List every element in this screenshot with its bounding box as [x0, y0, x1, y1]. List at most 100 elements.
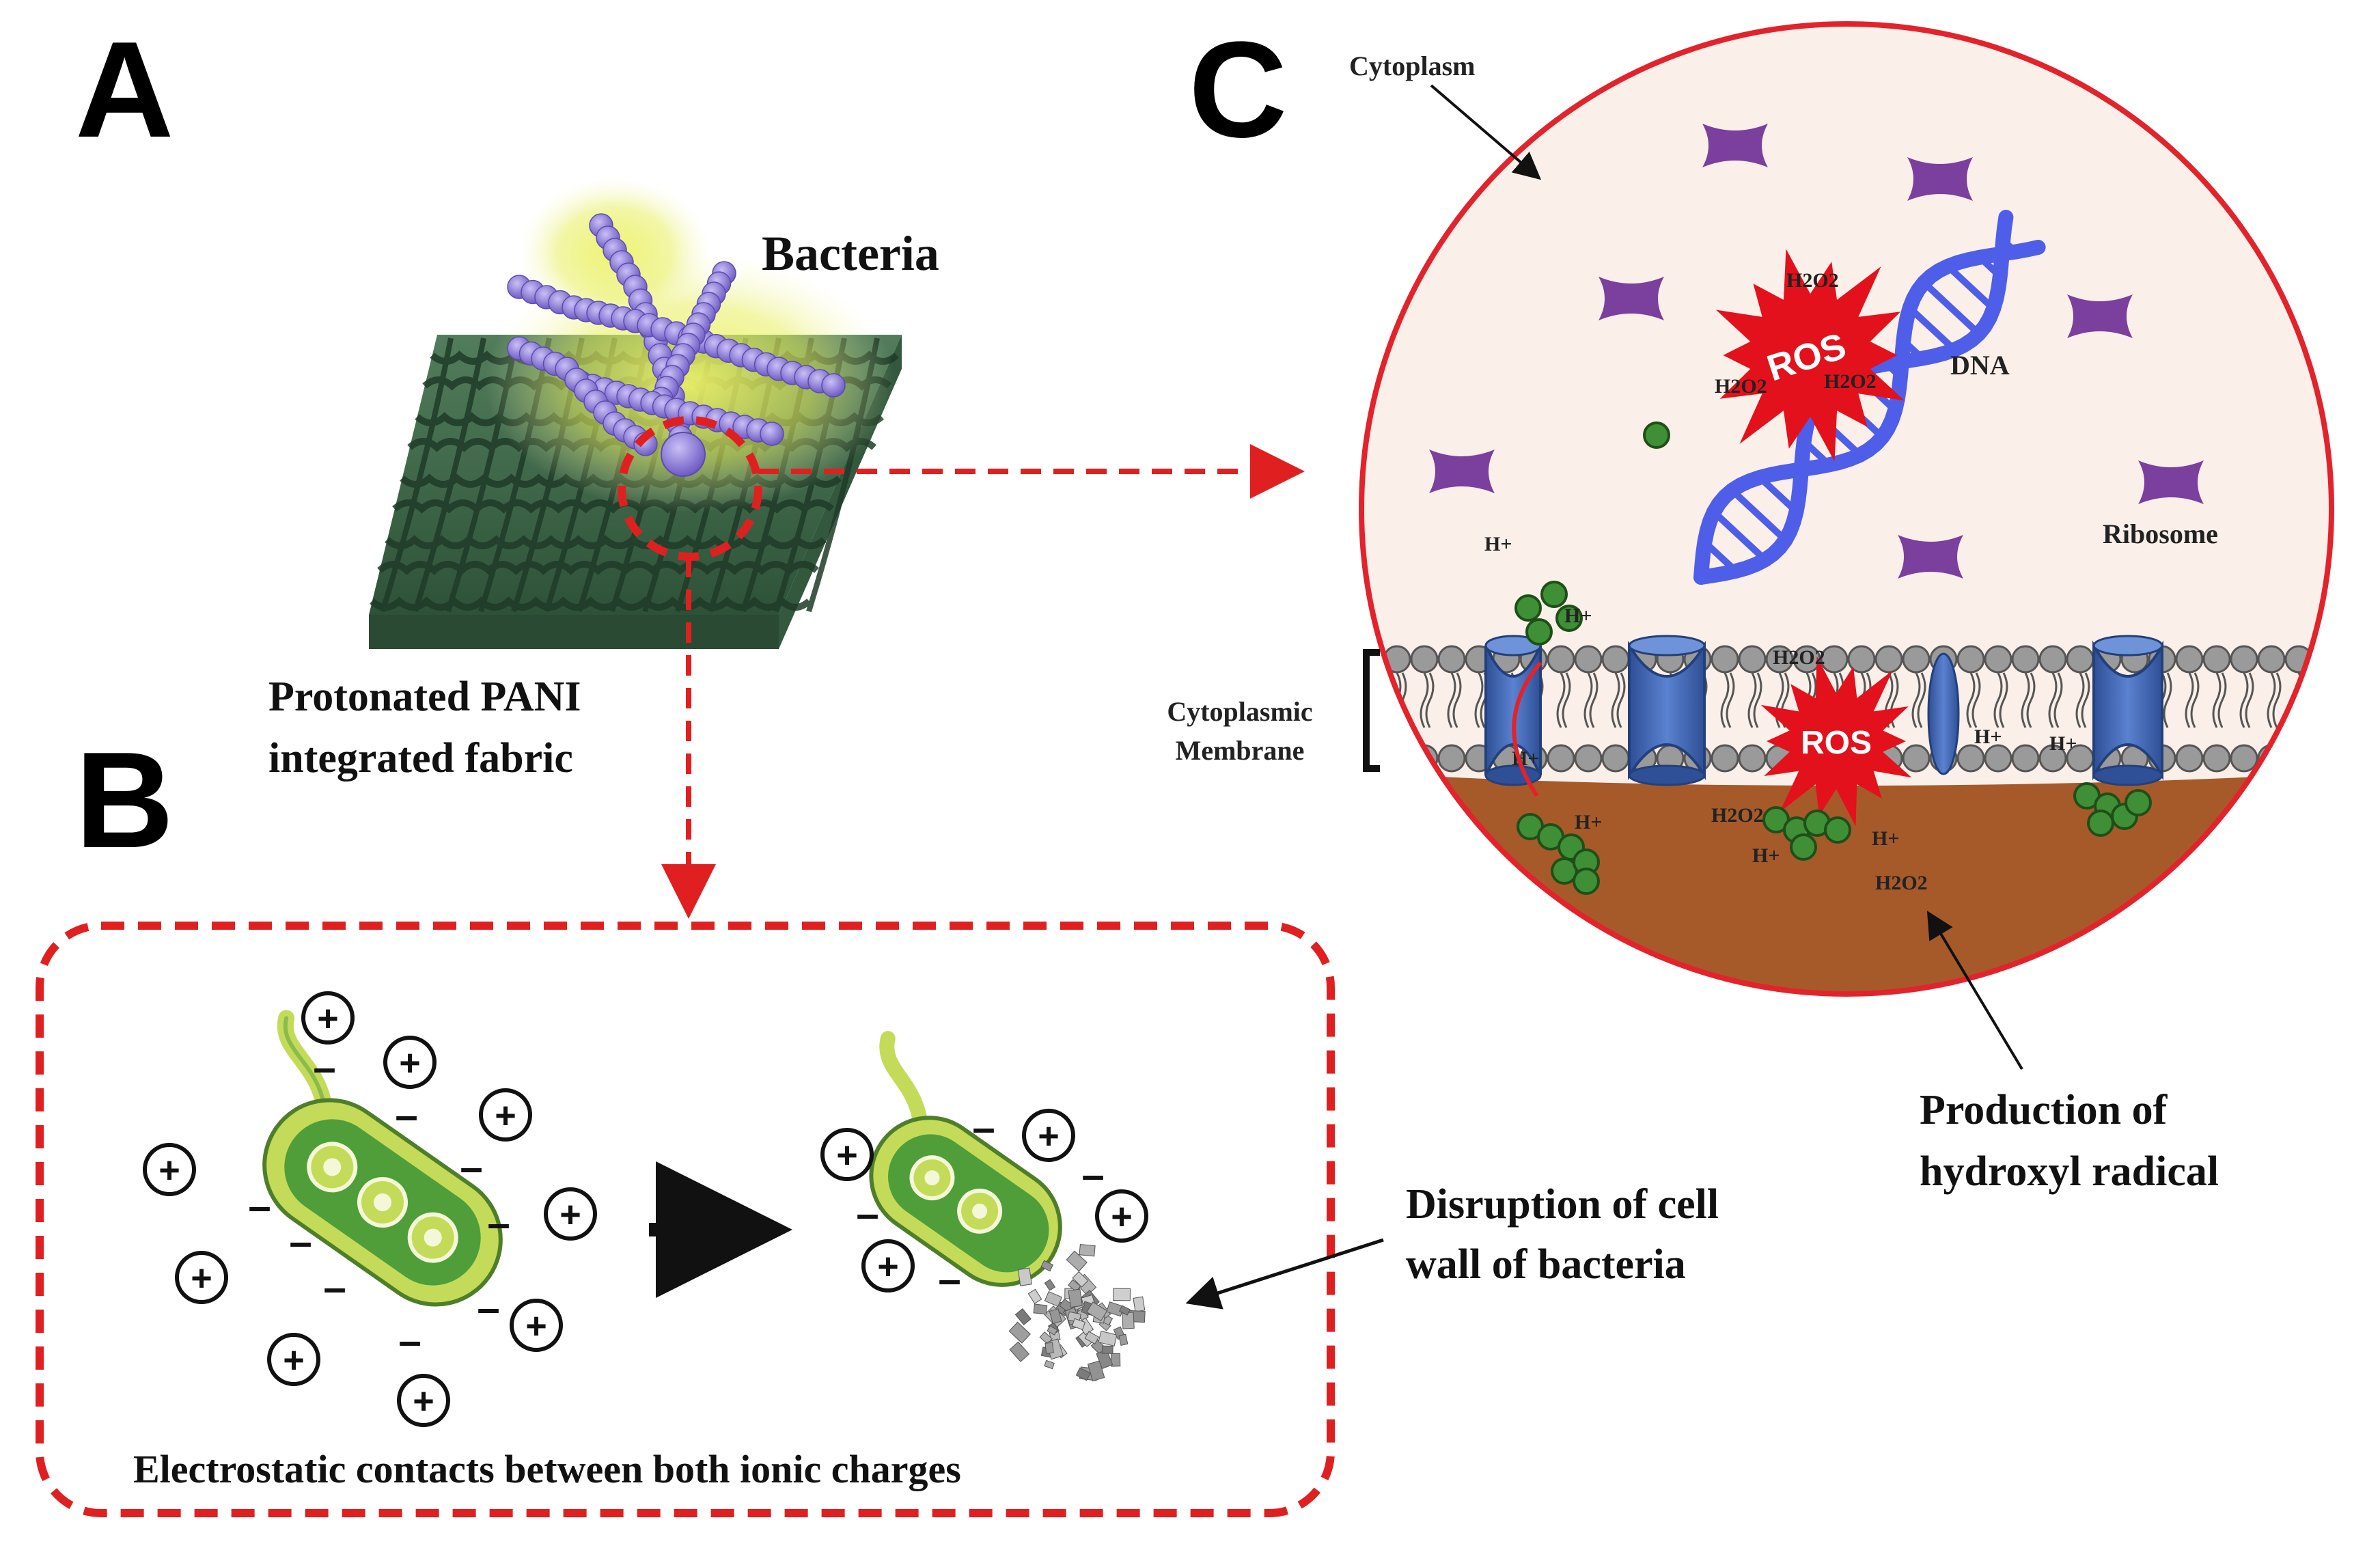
debris-fragment: [1102, 1346, 1113, 1353]
h-plus-label: H+: [1752, 844, 1780, 867]
plus-ion-icon: +: [512, 1301, 561, 1350]
plus-ion-icon: +: [822, 1130, 872, 1179]
green-particle: [1574, 869, 1599, 894]
plus-sign: +: [559, 1194, 581, 1235]
cytoplasm-pointer: [1431, 85, 1537, 176]
debris-fragment: [1045, 1342, 1053, 1353]
debris-fragment: [1119, 1334, 1128, 1345]
lipid-head: [1575, 745, 1601, 771]
lipid-head: [2012, 745, 2038, 771]
plus-ion-icon: +: [481, 1090, 530, 1139]
cell-zoom-circle: [1353, 20, 2350, 1004]
green-particle: [1516, 596, 1540, 620]
lipid-head: [2204, 646, 2230, 672]
debris-fragment: [1028, 1289, 1041, 1303]
plus-sign: +: [317, 998, 339, 1039]
minus-ion-icon: –: [289, 1219, 312, 1264]
plus-sign: +: [191, 1258, 212, 1299]
lipid-head: [2231, 745, 2257, 771]
lipid-head: [1903, 745, 1929, 771]
bacterium-bead: [661, 432, 705, 476]
h2o2-label: H2O2: [1711, 804, 1764, 827]
debris-fragment: [1133, 1297, 1145, 1312]
disrupted-bacterium-icon: [803, 1038, 1145, 1381]
debris-fragment: [1122, 1312, 1134, 1329]
plus-ion-icon: +: [303, 993, 352, 1042]
lipid-head: [1439, 646, 1465, 672]
plus-sign: +: [158, 1150, 180, 1191]
plus-ion-icon: +: [863, 1241, 913, 1290]
plus-ion-icon: +: [177, 1253, 226, 1302]
debris-fragment: [1010, 1342, 1029, 1362]
minus-ion-icon: –: [856, 1191, 878, 1236]
minus-ion-icon: –: [460, 1144, 482, 1190]
bacterium-bead: [822, 374, 845, 397]
lipid-head: [1985, 745, 2011, 771]
ros-membrane-label: ROS: [1801, 725, 1872, 761]
lipid-head: [1712, 745, 1738, 771]
debris-fragment: [1018, 1268, 1032, 1286]
h-plus-label: H+: [1484, 533, 1512, 555]
lipid-head: [1603, 646, 1629, 672]
minus-ion-icon: –: [313, 1045, 335, 1090]
green-particle: [1644, 423, 1669, 447]
plus-ion-icon: +: [145, 1145, 194, 1194]
minus-ion-icon: –: [938, 1256, 960, 1302]
lipid-head: [1411, 646, 1437, 672]
green-particle: [2088, 811, 2113, 835]
debris-fragment: [1044, 1360, 1054, 1368]
panel-b-caption: Electrostatic contacts between both ioni…: [133, 1447, 961, 1491]
production-label-line1: Production of: [1920, 1087, 2168, 1133]
debris-fragment: [1079, 1245, 1095, 1256]
lipid-head: [1575, 646, 1601, 672]
plus-sign: +: [283, 1340, 305, 1381]
lipid-head: [1603, 745, 1629, 771]
plus-ion-icon: +: [385, 1038, 434, 1087]
ion-channel-top: [2094, 636, 2162, 655]
green-particle: [1825, 818, 1850, 842]
plus-sign: +: [495, 1095, 516, 1136]
green-particle: [1791, 835, 1816, 859]
h2o2-label: H2O2: [1715, 375, 1767, 398]
plus-ion-icon: +: [269, 1335, 318, 1384]
plus-sign: +: [836, 1135, 858, 1176]
minus-ion-icon: –: [487, 1200, 510, 1246]
cytoplasm-label: Cytoplasm: [1349, 51, 1475, 81]
lipid-head: [1712, 646, 1738, 672]
green-particle: [1527, 620, 1551, 644]
h2o2-label: H2O2: [1773, 646, 1825, 669]
bacteria-label: Bacteria: [762, 226, 939, 281]
lipid-head: [2204, 745, 2230, 771]
fabric-label-line1: Protonated PANI: [268, 674, 581, 720]
lipid-head: [2258, 646, 2284, 672]
production-label-line2: hydroxyl radical: [1920, 1148, 2219, 1195]
minus-ion-icon: –: [1081, 1152, 1104, 1198]
ion-channel-icon: [1928, 654, 1959, 774]
plus-sign: +: [413, 1381, 434, 1422]
lipid-head: [1876, 646, 1902, 672]
membrane-label-line1: Cytoplasmic: [1167, 696, 1312, 727]
plus-sign: +: [525, 1305, 547, 1346]
bacterium-bead: [760, 422, 784, 445]
h-plus-label: H+: [1974, 725, 2002, 748]
debris-fragment: [1044, 1280, 1055, 1290]
panel-a-letter: A: [75, 14, 174, 166]
lipid-head: [2176, 646, 2202, 672]
h2o2-label: H2O2: [1875, 872, 1928, 894]
lipid-head: [2012, 646, 2038, 672]
h-plus-label: H+: [2049, 732, 2077, 755]
h2o2-label: H2O2: [1824, 370, 1877, 393]
disruption-pointer: [1192, 1240, 1383, 1301]
membrane-label-line2: Membrane: [1176, 735, 1305, 766]
ribosome-label: Ribosome: [2103, 519, 2218, 549]
ion-channel-bottom: [1629, 766, 1704, 785]
bacterium-icon: [194, 1018, 544, 1329]
disruption-label-line2: wall of bacteria: [1406, 1241, 1686, 1288]
lipid-head: [2067, 646, 2093, 672]
lipid-head: [1739, 646, 1765, 672]
plus-ion-icon: +: [399, 1376, 448, 1425]
disruption-label-line1: Disruption of cell: [1406, 1181, 1719, 1228]
lipid-head: [2231, 646, 2257, 672]
green-particle: [1542, 582, 1566, 607]
ion-channel-top: [1629, 636, 1704, 655]
